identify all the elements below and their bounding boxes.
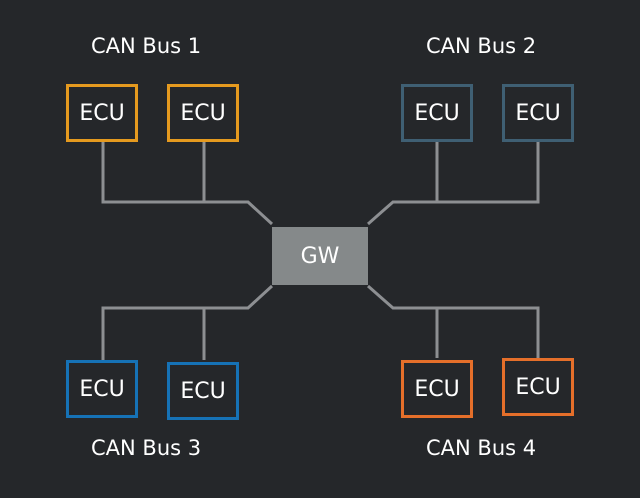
bus-3-wire	[101, 284, 274, 360]
bus-3-ecu-2: ECU	[167, 362, 239, 420]
bus-2-wire	[367, 142, 540, 226]
bus-2-label: CAN Bus 2	[426, 34, 537, 58]
bus-4-ecu-1: ECU	[401, 360, 473, 418]
bus-1-ecu-1: ECU	[66, 84, 138, 142]
bus-1-ecu-2: ECU	[167, 84, 239, 142]
bus-4-wire	[367, 284, 540, 358]
bus-2-ecu-2: ECU	[502, 84, 574, 142]
bus-3-label: CAN Bus 3	[91, 436, 202, 460]
bus-1-label: CAN Bus 1	[91, 34, 202, 58]
bus-3-ecu-1: ECU	[66, 360, 138, 418]
gateway-node: GW	[272, 227, 368, 285]
bus-2-ecu-1: ECU	[401, 84, 473, 142]
bus-4-ecu-2: ECU	[502, 358, 574, 416]
bus-1-wire	[101, 142, 274, 226]
bus-4-label: CAN Bus 4	[426, 436, 537, 460]
